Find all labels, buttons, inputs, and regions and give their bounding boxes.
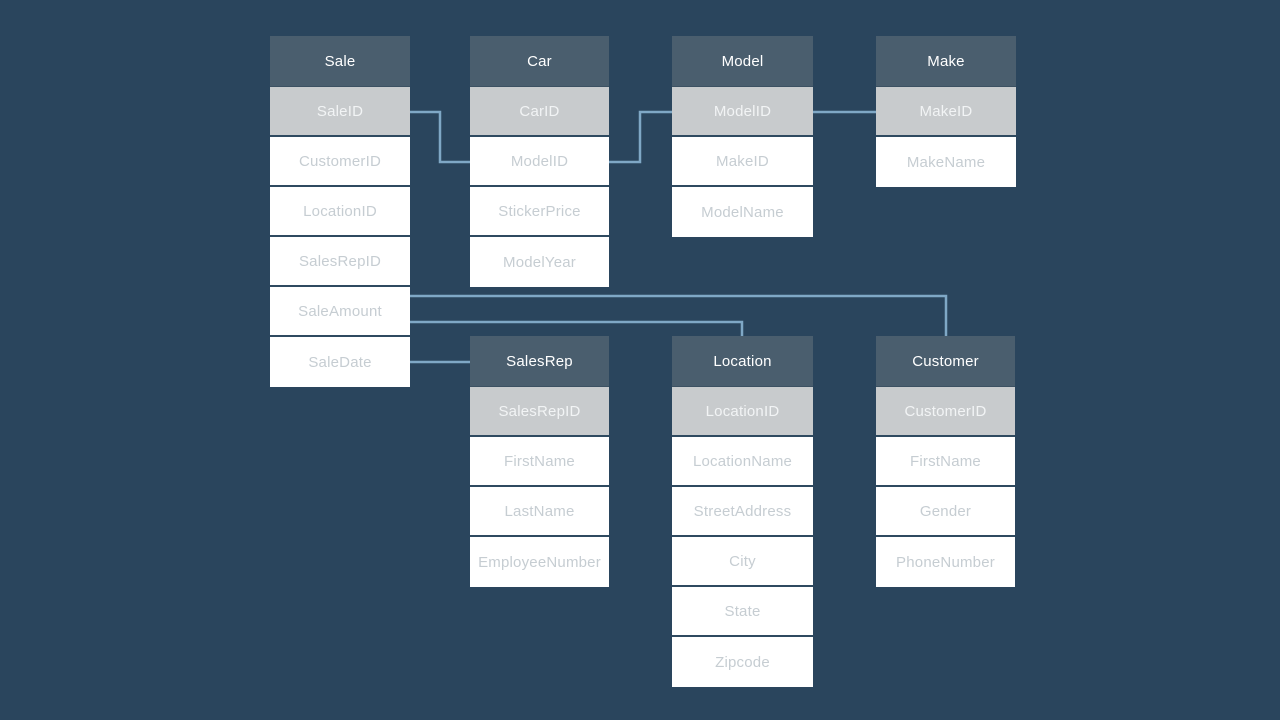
entity-header-make: Make — [876, 36, 1016, 87]
field-row-primary-key[interactable]: LocationID — [672, 387, 813, 437]
field-row[interactable]: StreetAddress — [672, 487, 813, 537]
field-row[interactable]: StickerPrice — [470, 187, 609, 237]
relationship-line-rel-model-car — [609, 110, 672, 164]
field-row[interactable]: Gender — [876, 487, 1015, 537]
field-row[interactable]: FirstName — [470, 437, 609, 487]
field-row[interactable]: LastName — [470, 487, 609, 537]
field-row[interactable]: ModelYear — [470, 237, 609, 287]
entity-header-model: Model — [672, 36, 813, 87]
field-row[interactable]: SalesRepID — [270, 237, 410, 287]
entity-header-sale: Sale — [270, 36, 410, 87]
entity-header-salesrep: SalesRep — [470, 336, 609, 387]
field-row[interactable]: FirstName — [876, 437, 1015, 487]
relationship-line-rel-sale-location — [410, 320, 744, 336]
field-row[interactable]: ModelName — [672, 187, 813, 237]
field-row[interactable]: City — [672, 537, 813, 587]
field-row[interactable]: SaleDate — [270, 337, 410, 387]
field-row-primary-key[interactable]: SalesRepID — [470, 387, 609, 437]
field-row[interactable]: LocationID — [270, 187, 410, 237]
field-row-primary-key[interactable]: ModelID — [672, 87, 813, 137]
relationship-line-rel-car-sale — [405, 110, 470, 164]
field-row[interactable]: PhoneNumber — [876, 537, 1015, 587]
field-row[interactable]: MakeID — [672, 137, 813, 187]
field-row[interactable]: ModelID — [470, 137, 609, 187]
entity-header-car: Car — [470, 36, 609, 87]
field-row[interactable]: Zipcode — [672, 637, 813, 687]
relationship-line-rel-sale-customer — [410, 294, 948, 336]
field-row[interactable]: SaleAmount — [270, 287, 410, 337]
field-row[interactable]: MakeName — [876, 137, 1016, 187]
entity-header-customer: Customer — [876, 336, 1015, 387]
field-row-primary-key[interactable]: SaleID — [270, 87, 410, 137]
field-row[interactable]: CustomerID — [270, 137, 410, 187]
field-row-primary-key[interactable]: CarID — [470, 87, 609, 137]
field-row[interactable]: EmployeeNumber — [470, 537, 609, 587]
field-row-primary-key[interactable]: CustomerID — [876, 387, 1015, 437]
entity-header-location: Location — [672, 336, 813, 387]
field-row[interactable]: State — [672, 587, 813, 637]
field-row[interactable]: LocationName — [672, 437, 813, 487]
field-row-primary-key[interactable]: MakeID — [876, 87, 1016, 137]
